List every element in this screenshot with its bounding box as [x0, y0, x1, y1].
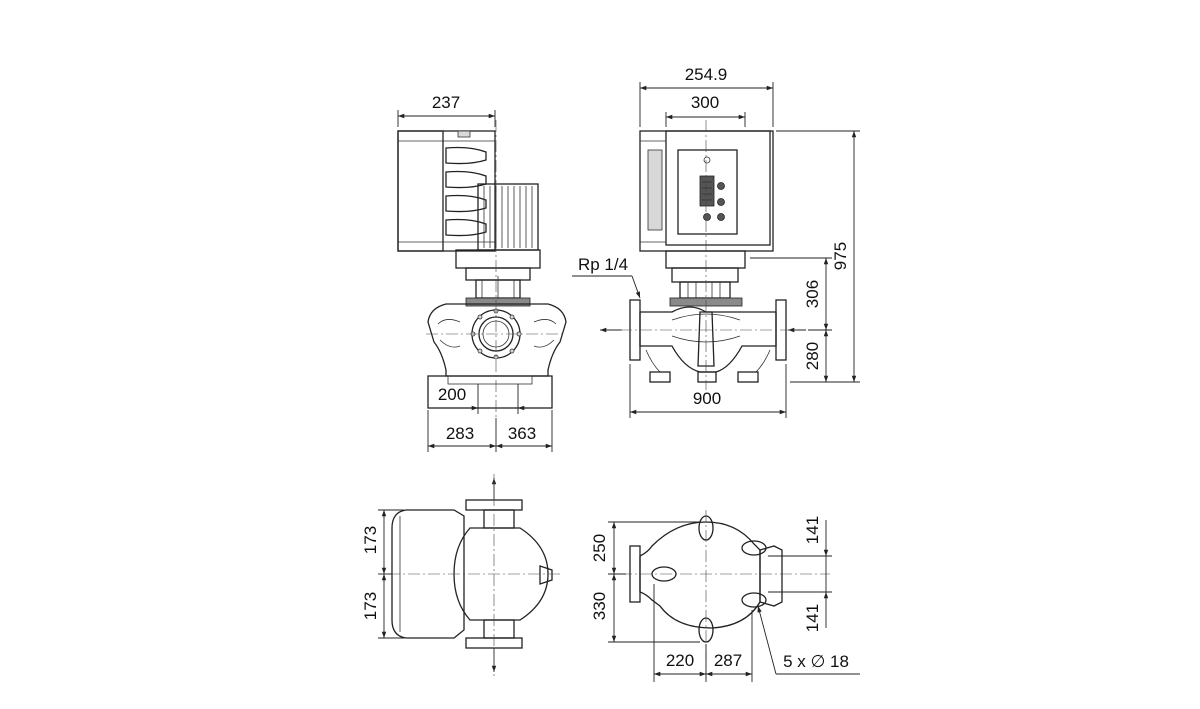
dim-upper-height: 306 [803, 280, 822, 308]
front-box-panel [397, 130, 444, 252]
base-plate-outline [639, 521, 761, 629]
dim-base-right-upper: 141 [803, 516, 822, 544]
side-display [699, 175, 715, 207]
dim-bolt-dx2: 287 [714, 651, 742, 670]
port-label: Rp 1/4 [578, 255, 628, 274]
top-view: 173 173 [361, 474, 560, 676]
top-motor [453, 527, 549, 621]
dim-top-upper: 173 [361, 526, 380, 554]
dim-top-lower: 173 [361, 592, 380, 620]
dim-base-right-lower: 141 [803, 604, 822, 632]
dim-base-left-upper: 250 [590, 534, 609, 562]
dim-flange-length: 900 [693, 389, 721, 408]
dim-base-left: 283 [446, 424, 474, 443]
bolt-holes [651, 515, 767, 643]
dim-front-width: 237 [432, 93, 460, 112]
front-coupling [465, 297, 531, 307]
dim-base-left-lower: 330 [590, 592, 609, 620]
dim-bolt-dx1: 220 [666, 651, 694, 670]
side-pump-body [639, 306, 777, 373]
dim-side-overall: 254.9 [685, 65, 728, 84]
dim-total-height: 975 [831, 242, 850, 270]
base-view: 250 330 220 287 141 141 5 x ∅ 18 [590, 510, 860, 682]
front-pump-casing [427, 303, 567, 377]
side-control-panel [677, 149, 738, 235]
side-view: Rp 1/4 254.9 300 900 975 306 280 [572, 65, 860, 418]
front-view: 237 200 283 363 [397, 93, 567, 452]
dim-base-right: 363 [508, 424, 536, 443]
top-control-box [391, 509, 465, 639]
dim-lower-height: 280 [803, 342, 822, 370]
dim-side-box: 300 [691, 93, 719, 112]
dim-pipe-offset: 200 [438, 385, 466, 404]
side-brand-label [647, 149, 663, 231]
front-cooling-cones [445, 146, 487, 237]
holes-callout: 5 x ∅ 18 [783, 652, 849, 671]
